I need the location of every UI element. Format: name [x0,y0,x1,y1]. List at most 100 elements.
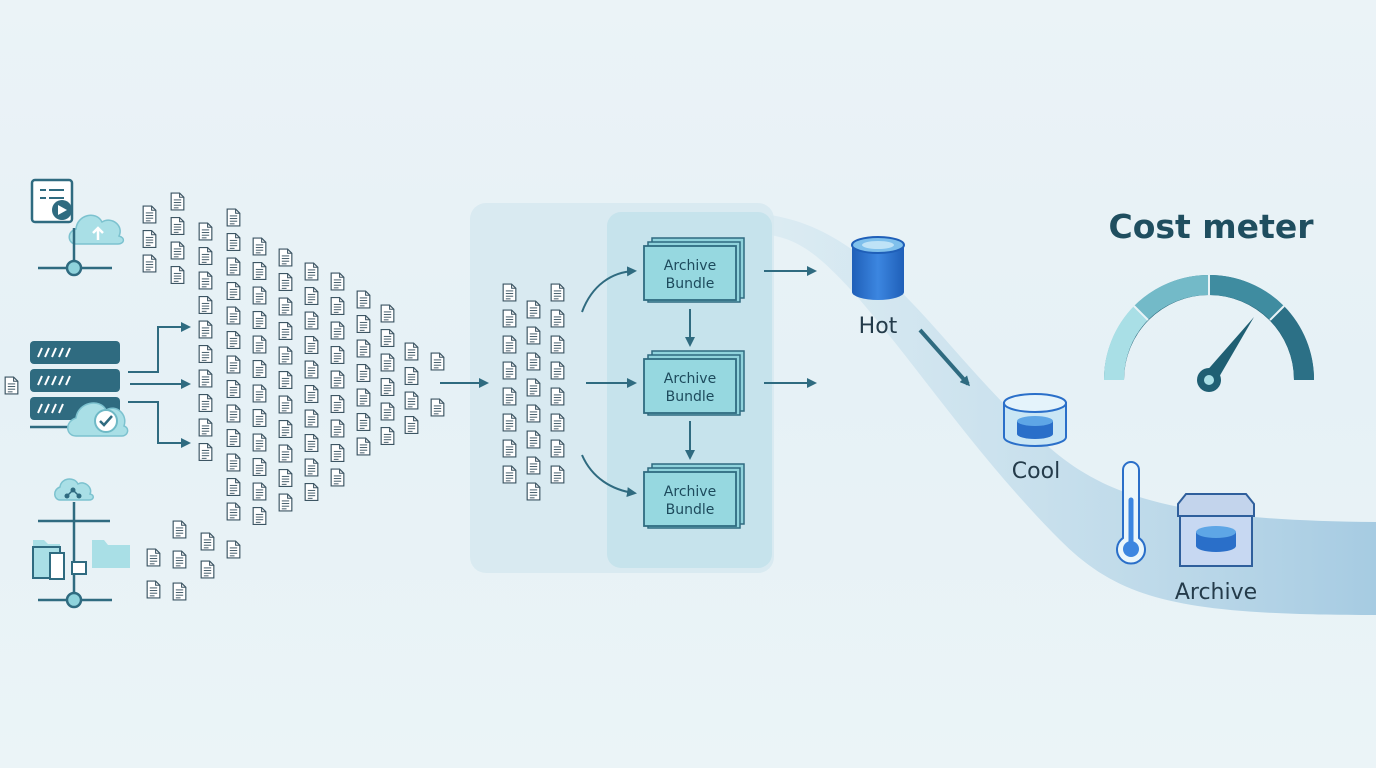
document-icon [252,506,267,526]
document-icon [356,314,371,334]
document-icon [430,352,445,371]
archive-bundle-2: Archive Bundle [643,350,745,416]
archive-bundle-1: Archive Bundle [643,237,745,303]
document-icon [526,300,541,319]
document-icon [252,261,267,281]
bundle-arrows [581,266,817,498]
document-icon [198,271,213,290]
document-icon [304,384,319,404]
document-icon [146,580,161,599]
bundle-2-label-line2: Bundle [666,389,715,405]
document-icon [198,222,213,241]
document-icon [226,232,241,252]
document-icon [278,468,293,488]
document-icon [430,398,445,417]
document-icon [550,309,565,328]
cool-tier-label: Cool [1012,459,1060,484]
document-icon [356,388,371,407]
document-icon [380,426,395,446]
document-icon [252,286,267,305]
document-icon [278,272,293,292]
document-icon [252,335,267,354]
document-icon [404,366,419,386]
document-icon [142,229,157,249]
document-icon [278,493,293,512]
document-icon [278,395,293,414]
document-icon [526,456,541,475]
document-icon [502,387,517,406]
document-icon [278,248,293,267]
document-icon [550,283,565,302]
document-icon [278,370,293,390]
document-icon [170,216,185,236]
gauge-needle [1204,317,1254,384]
document-icon [278,444,293,463]
document-icon [200,532,215,551]
hot-to-cool-arrow [918,328,970,387]
document-icon [502,413,517,432]
document-icon [380,377,395,397]
document-icon [198,442,213,462]
document-icon [226,281,241,301]
document-icon [380,353,395,372]
document-icon [330,394,345,414]
document-icon [550,335,565,354]
document-icon [304,360,319,379]
document-icon [502,361,517,380]
thermometer-icon [1116,461,1146,565]
document-icon [4,376,19,395]
document-icon [380,304,395,323]
document-icon [198,295,213,315]
document-icon [356,437,371,456]
document-icon [550,361,565,380]
document-icon [278,321,293,341]
bundle-1-label-line1: Archive [664,258,716,274]
hot-tier-cylinder-icon [851,236,905,300]
document-icon [526,482,541,501]
document-icon [226,404,241,423]
document-icon [172,520,187,539]
document-icon [198,320,213,339]
document-icon [252,237,267,256]
document-icon [526,378,541,397]
document-icon [198,344,213,364]
document-icon [502,439,517,458]
document-icon [226,477,241,497]
document-icon [278,346,293,365]
cost-meter-title: Cost meter [1109,207,1315,246]
document-icon [526,430,541,449]
document-icon [170,265,185,285]
archive-tier-label: Archive [1175,580,1257,605]
bundle-3-label-line1: Archive [664,484,716,500]
network-folders-source-icon [32,478,130,609]
hot-tier-label: Hot [859,314,898,339]
document-icon [226,208,241,227]
document-icon [226,306,241,325]
document-icon [278,297,293,316]
document-icon [278,419,293,439]
document-icon [330,321,345,340]
document-icon [380,328,395,348]
document-icon [304,335,319,355]
cost-meter-gauge [1103,274,1315,392]
document-icon [304,262,319,281]
archive-bundle-3: Archive Bundle [643,463,745,529]
document-icon [226,453,241,472]
server-stack-source-icon [30,341,129,437]
document-icon [226,379,241,399]
archive-tier-box-icon [1177,493,1255,567]
document-icon [252,482,267,501]
document-icon [252,384,267,403]
document-icon [198,393,213,413]
document-icon [170,192,185,211]
document-icon [404,342,419,361]
document-icon [330,345,345,365]
document-icon [330,443,345,463]
document-icon [356,363,371,383]
document-icon [252,408,267,428]
document-icon [200,560,215,579]
document-icon [526,404,541,423]
document-icon [404,391,419,410]
document-icon [502,283,517,302]
document-icon [198,369,213,388]
